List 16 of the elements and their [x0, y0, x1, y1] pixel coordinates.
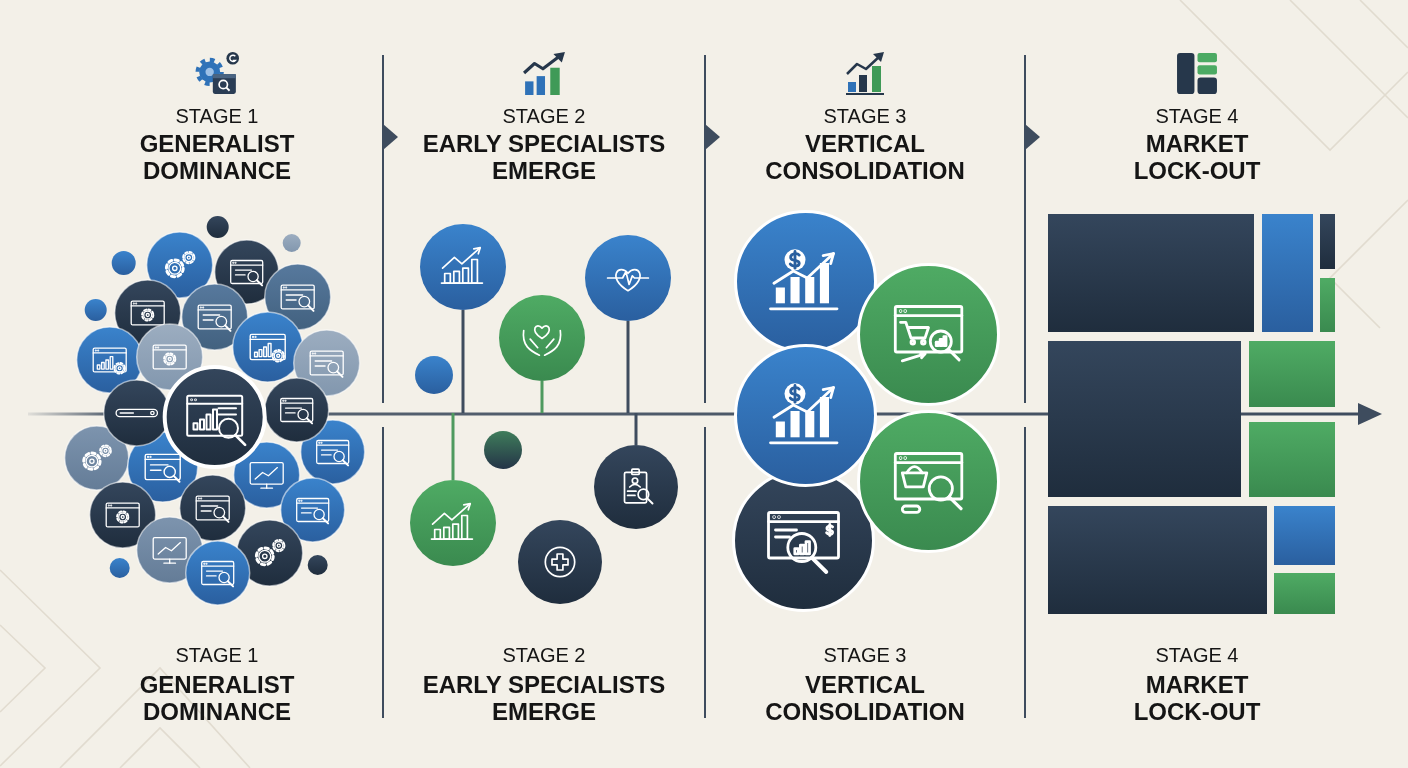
- stage-number: STAGE 3: [823, 104, 907, 128]
- stage-title: VERTICAL CONSOLIDATION: [764, 671, 966, 725]
- stage-number: STAGE 2: [502, 643, 586, 667]
- stage-number: STAGE 4: [1155, 104, 1239, 128]
- stage-title: GENERALIST DOMINANCE: [139, 130, 295, 184]
- stage-title: VERTICAL CONSOLIDATION: [764, 130, 966, 184]
- stage-number: STAGE 1: [175, 104, 259, 128]
- stage-title: GENERALIST DOMINANCE: [139, 671, 295, 725]
- stage-number: STAGE 1: [175, 643, 259, 667]
- stage-number: STAGE 4: [1155, 643, 1239, 667]
- stage-title: MARKET LOCK-OUT: [1133, 671, 1261, 725]
- stage-number: STAGE 2: [502, 104, 586, 128]
- stage-title: EARLY SPECIALISTS EMERGE: [422, 671, 666, 725]
- stage-number: STAGE 3: [823, 643, 907, 667]
- stage-title: MARKET LOCK-OUT: [1133, 130, 1261, 184]
- stage-title: EARLY SPECIALISTS EMERGE: [422, 130, 666, 184]
